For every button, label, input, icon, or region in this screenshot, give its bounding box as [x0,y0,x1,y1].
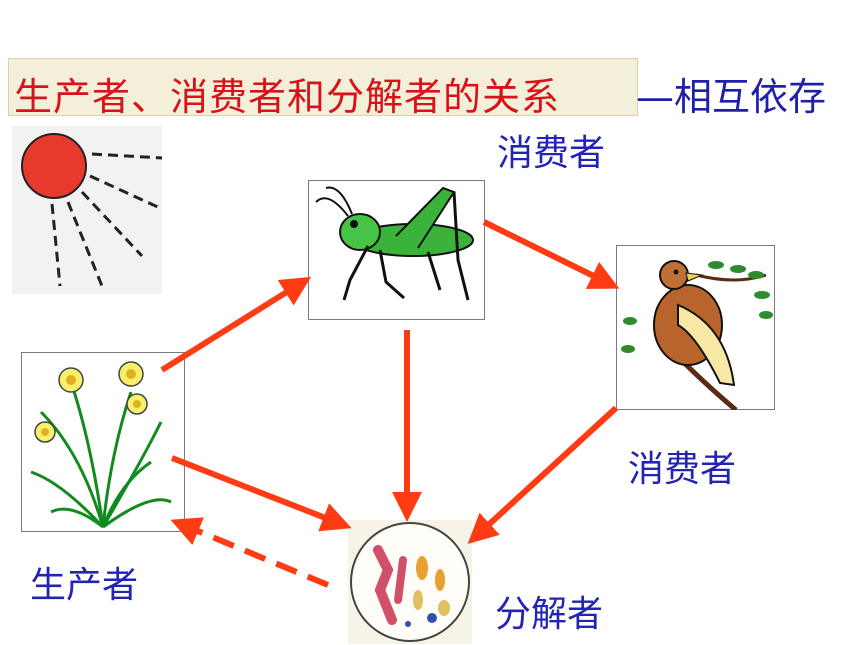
arrow-grasshopper-to-bird [482,219,620,289]
arrow-bird-to-decomposer [467,405,619,545]
label-producer: 生产者 [30,565,139,606]
bird-icon [616,245,775,410]
arrow-producer-to-decomposer [170,455,352,532]
title-box [8,58,638,116]
label-consumer-top: 消费者 [497,133,606,174]
microorganisms-icon [348,520,472,644]
arrow-decomposer-to-producer-dashed [170,517,330,588]
grasshopper-icon [308,180,485,320]
label-consumer-right: 消费者 [628,449,737,490]
daffodil-plant-icon [21,352,185,532]
label-decomposer: 分解者 [495,594,604,635]
page-subtitle: —相互依存 [636,75,827,119]
page-title: 生产者、消费者和分解者的关系 [14,75,561,119]
sun-icon [12,126,162,294]
arrow-producer-to-grasshopper [160,276,312,373]
